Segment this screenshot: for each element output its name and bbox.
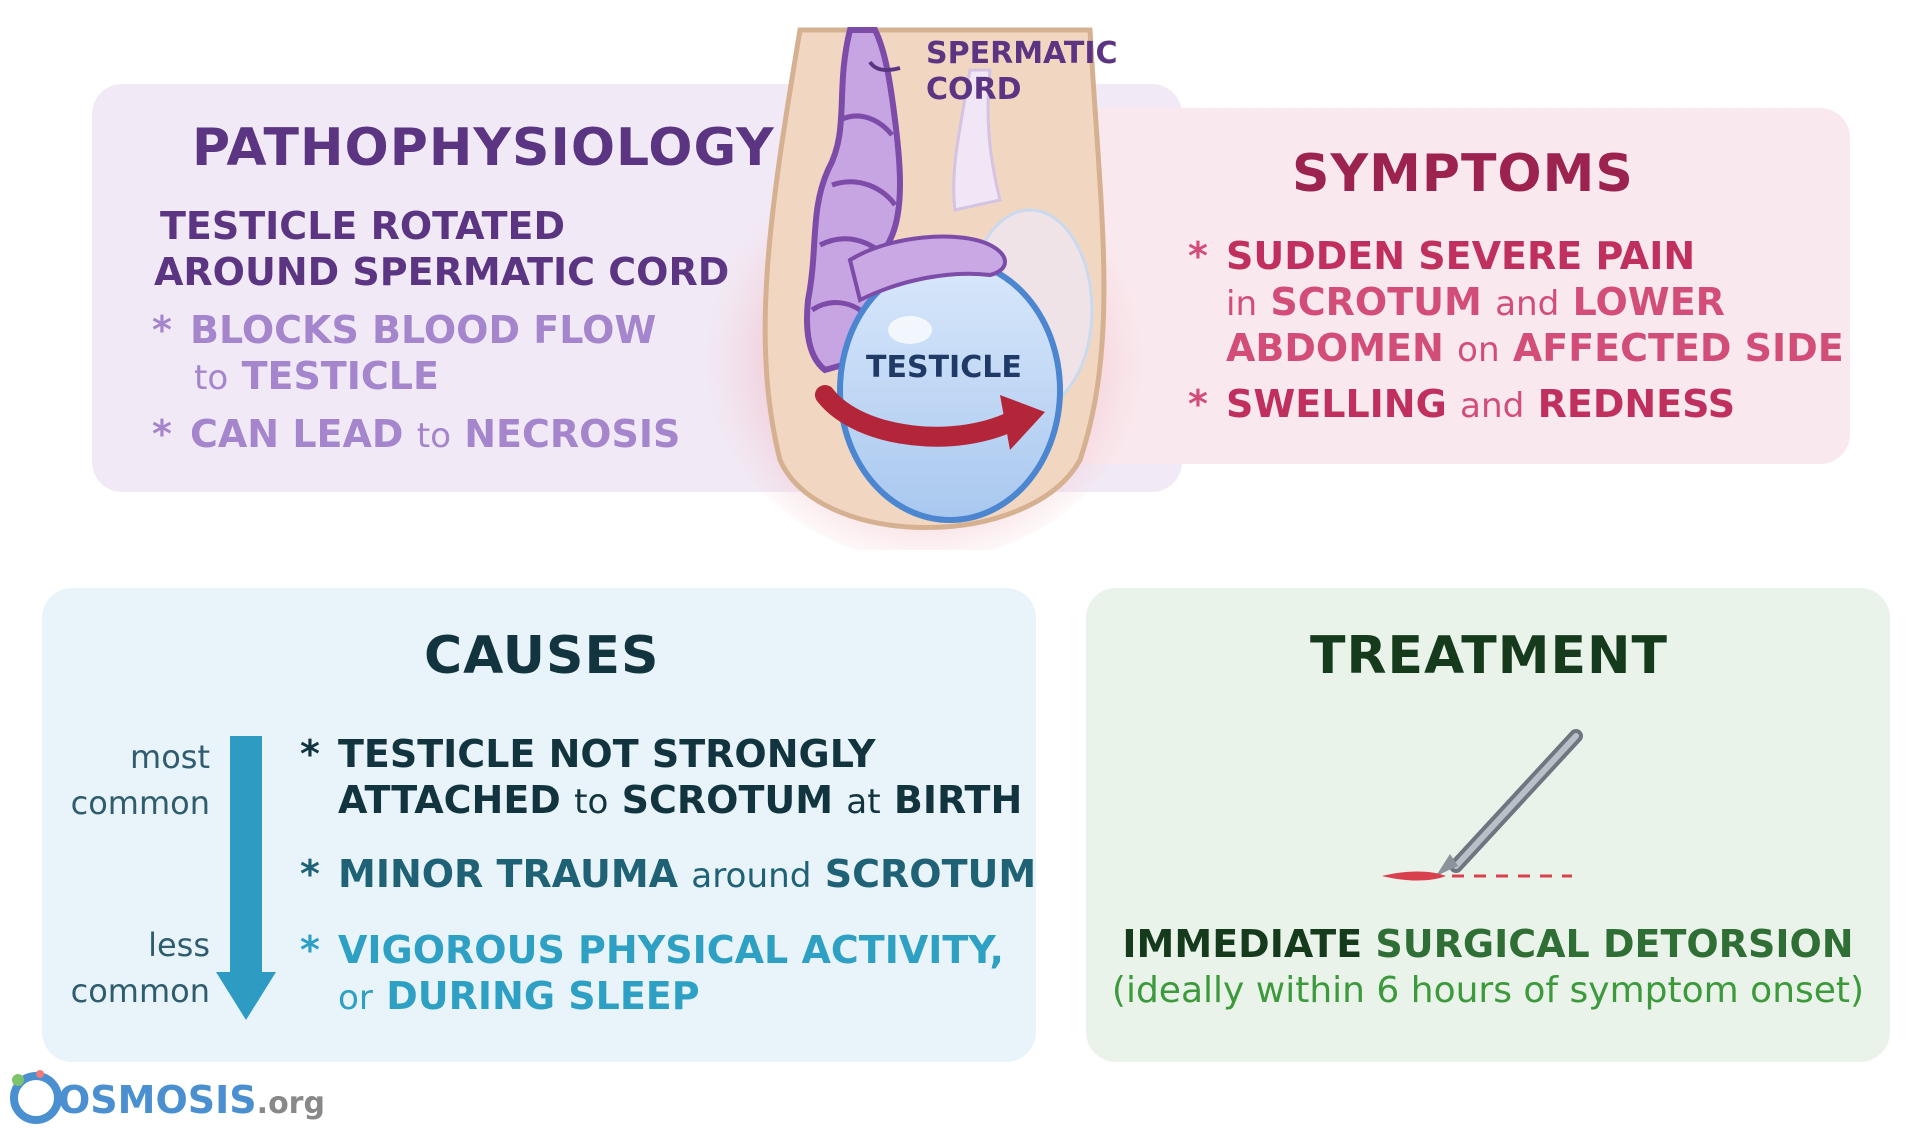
spermatic-cord-label-line1: SPERMATIC (926, 36, 1118, 71)
symptom-1-line3: ABDOMEN on AFFECTED SIDE (1226, 326, 1844, 370)
pathophysiology-definition-line2: AROUND SPERMATIC CORD (154, 250, 730, 294)
causes-card (42, 588, 1036, 1062)
pathophysiology-bullet-1-line2: to TESTICLE (194, 354, 439, 398)
bullet-asterisk-icon: * (152, 308, 172, 352)
bullet-asterisk-icon: * (300, 852, 320, 896)
scale-most-line1: most (130, 738, 210, 776)
pathophysiology-definition-line1: TESTICLE ROTATED (160, 204, 566, 248)
bullet-asterisk-icon: * (152, 412, 172, 456)
symptoms-heading: SYMPTOMS (1292, 144, 1634, 204)
causes-heading: CAUSES (424, 626, 660, 686)
symptom-2: *SWELLING and REDNESS (1188, 382, 1736, 426)
contralateral-cord (952, 68, 1002, 212)
spermatic-cord-pointer (868, 60, 901, 72)
scalpel-icon (1382, 729, 1583, 881)
cause-2: *MINOR TRAUMA around SCROTUM (300, 852, 1037, 896)
frequency-arrow-icon (216, 736, 276, 1020)
osmosis-logo-icon (10, 1070, 62, 1124)
treatment-line2: (ideally within 6 hours of symptom onset… (1111, 970, 1865, 1011)
bullet-asterisk-icon: * (300, 732, 320, 776)
cause-3-line1: *VIGOROUS PHYSICAL ACTIVITY, (300, 928, 1004, 972)
epididymis (847, 234, 1007, 303)
bullet-asterisk-icon: * (1188, 382, 1208, 426)
pathophysiology-bullet-2: *CAN LEAD to NECROSIS (152, 412, 681, 456)
scale-less-line1: less (148, 926, 210, 964)
spermatic-cord-label-line2: CORD (926, 72, 1022, 107)
bullet-asterisk-icon: * (300, 928, 320, 972)
bullet-asterisk-icon: * (1188, 234, 1208, 278)
scale-less-line2: common (70, 972, 210, 1010)
scale-most-line2: common (70, 784, 210, 822)
testicle (837, 257, 1063, 523)
symptoms-card (1060, 108, 1850, 464)
cause-3-line2: or DURING SLEEP (338, 974, 700, 1018)
treatment-heading: TREATMENT (1310, 626, 1668, 686)
cause-1-line1: *TESTICLE NOT STRONGLY (300, 732, 876, 776)
symptom-1-line2: in SCROTUM and LOWER (1226, 280, 1725, 324)
pathophysiology-bullet-1: *BLOCKS BLOOD FLOW (152, 308, 657, 352)
rotation-arrow-head (1000, 395, 1045, 450)
symptom-1-line1: *SUDDEN SEVERE PAIN (1188, 234, 1696, 278)
testicle-label: TESTICLE (866, 350, 1022, 385)
rotation-arrow-shaft (815, 385, 1028, 447)
pathophysiology-heading: PATHOPHYSIOLOGY (192, 118, 775, 178)
testicular-torsion-illustration (700, 27, 1140, 550)
treatment-line1: IMMEDIATE SURGICAL DETORSION (1122, 922, 1854, 966)
cause-1-line2: ATTACHED to SCROTUM at BIRTH (338, 778, 1023, 822)
testicle-highlight (888, 316, 932, 344)
cord-twist-lines (810, 113, 898, 322)
osmosis-logo-text: OSMOSIS.org (58, 1078, 325, 1122)
